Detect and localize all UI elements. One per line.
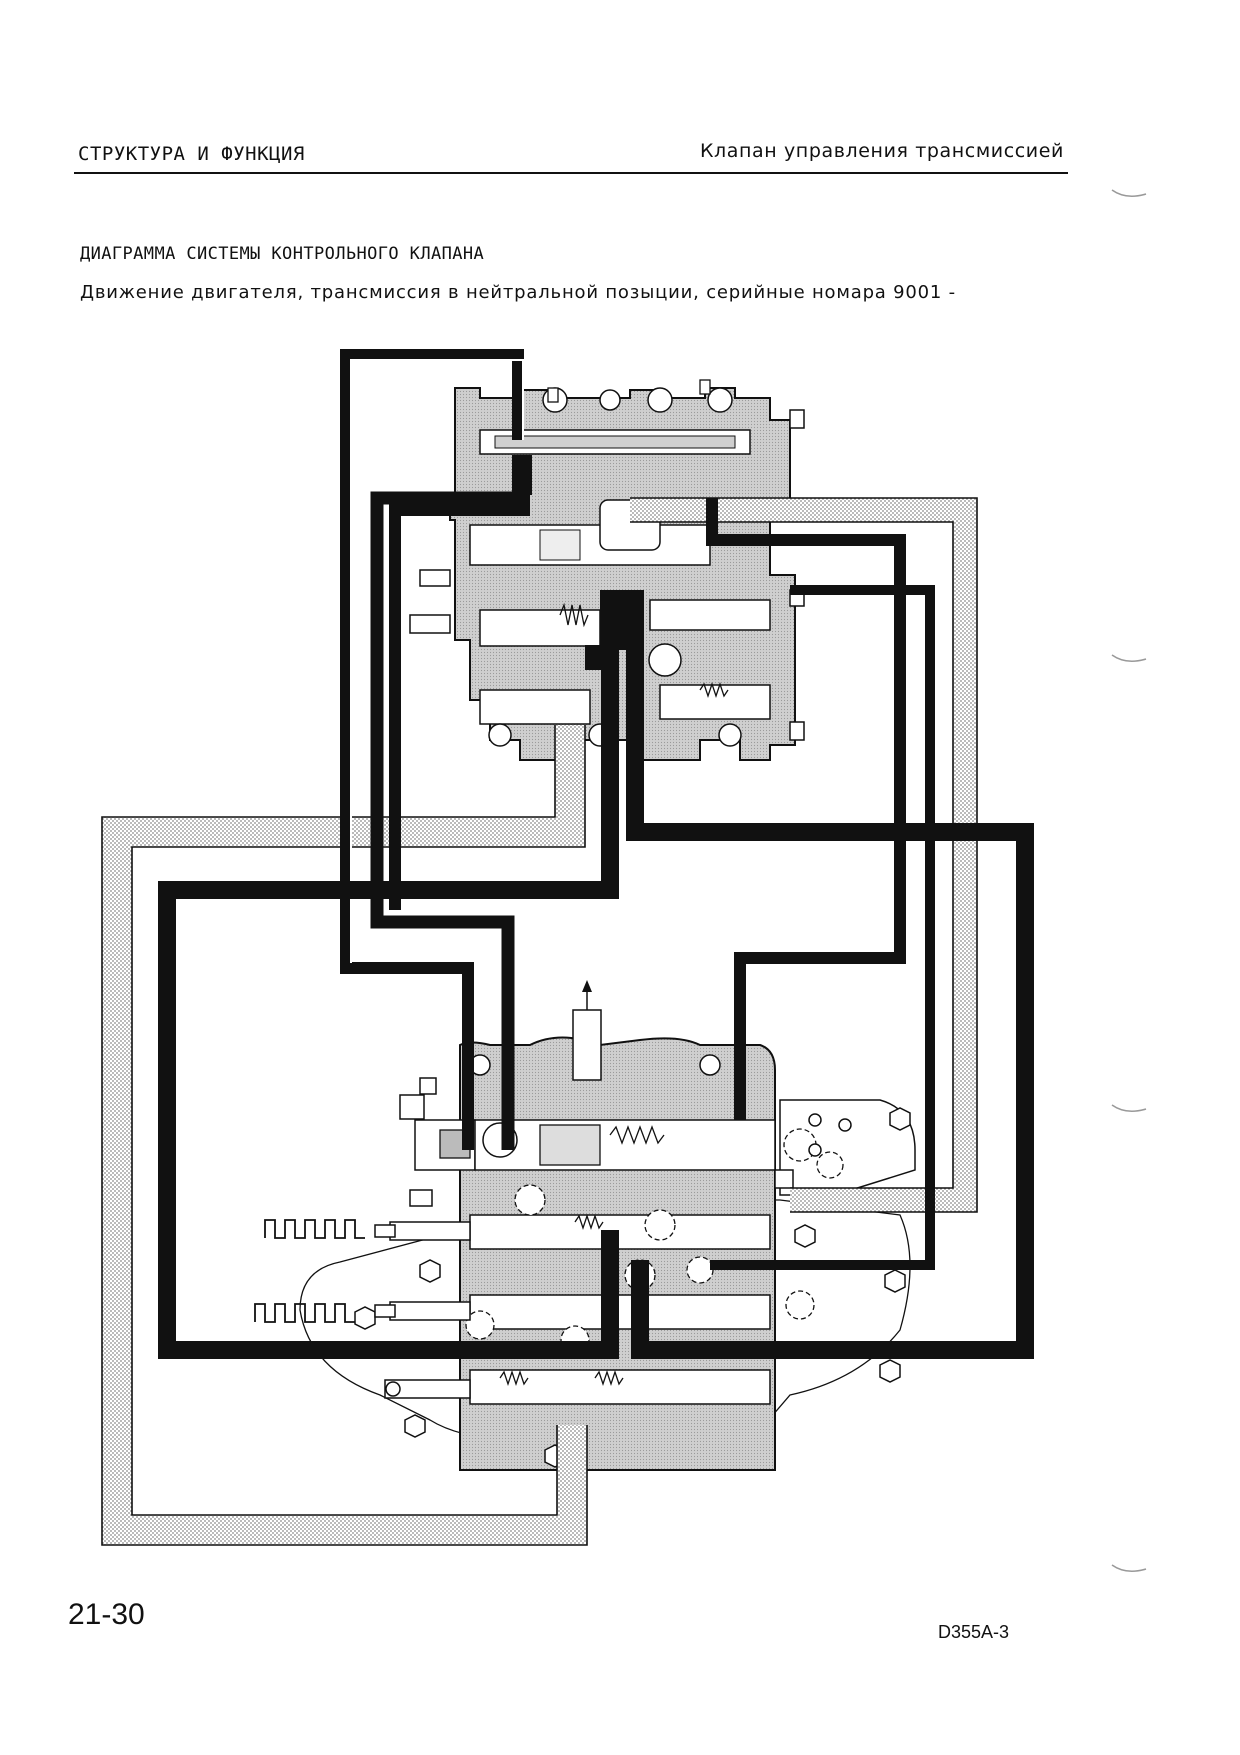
diagram-title: ДИАГРАММА СИСТЕМЫ КОНТРОЛЬНОГО КЛАПАНА	[80, 244, 485, 264]
pressure-circuits	[158, 349, 1034, 1359]
binder-hole-icon	[1111, 654, 1147, 662]
binder-hole-icon	[1111, 1564, 1147, 1572]
flow-arrow-icon	[572, 980, 602, 1081]
header-rule	[74, 172, 1068, 174]
binder-hole-icon	[1111, 189, 1147, 197]
lower-valve-body	[254, 1036, 916, 1471]
drain-circuits	[102, 498, 977, 1545]
model-code: D355A-3	[938, 1622, 1010, 1642]
page-number: 21-30	[68, 1598, 145, 1631]
section-header: СТРУКТУРА И ФУНКЦИЯ	[78, 143, 305, 165]
upper-valve-body	[409, 379, 805, 761]
binder-hole-icon	[1111, 1104, 1147, 1112]
topic-header: Клапан управления трансмиссией	[699, 140, 1064, 162]
diagram-subtitle: Движение двигателя, трансмиссия в нейтра…	[80, 282, 956, 303]
